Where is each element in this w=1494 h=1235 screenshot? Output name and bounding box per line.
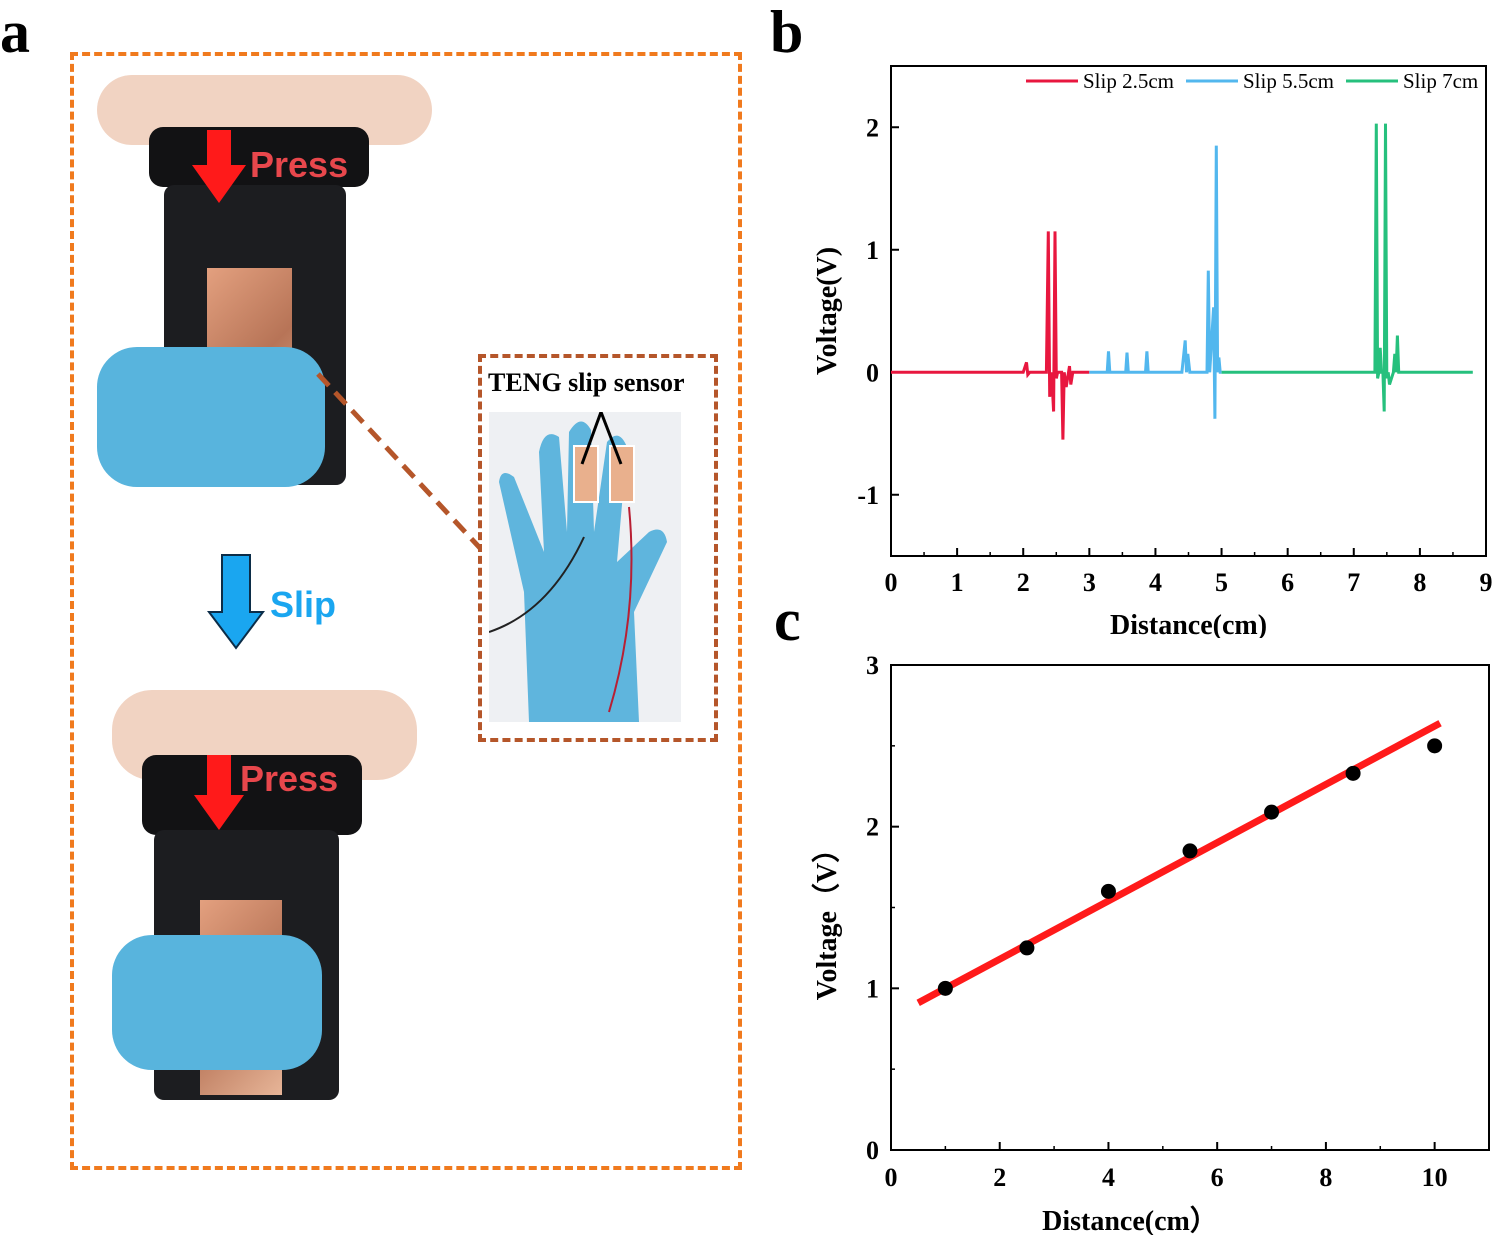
x-tick-label: 6 [1211, 1163, 1224, 1192]
lid-top [149, 127, 369, 187]
sensor-zoom-frame [478, 354, 718, 742]
glove-bottom [112, 935, 322, 1070]
slip-arrow [207, 554, 265, 650]
panel-label-b: b [770, 0, 804, 65]
panel-a-frame [70, 52, 742, 1170]
plot-frame [890, 664, 1490, 1151]
data-point [1182, 843, 1198, 859]
data-point [1345, 765, 1361, 781]
fit-line [916, 720, 1442, 1006]
legend-entry: Slip 5.5cm [1243, 69, 1334, 93]
y-tick-label: 0 [866, 1136, 879, 1165]
x-tick-label: 7 [1347, 568, 1360, 597]
wire-red [608, 506, 633, 713]
glove-top [97, 347, 325, 487]
y-tick-label: 1 [866, 236, 879, 265]
y-tick-label: 1 [866, 974, 879, 1003]
press-label-bottom: Press [240, 758, 339, 799]
x-tick-label: 9 [1480, 568, 1493, 597]
x-tick-label: 2 [1017, 568, 1030, 597]
slip-label: Slip [270, 584, 337, 625]
plot-frame [890, 65, 1487, 557]
legend-entry: Slip 2.5cm [1083, 69, 1174, 93]
x-tick-label: 0 [885, 1163, 898, 1192]
data-point [1427, 738, 1443, 754]
press-photo-bottom [112, 660, 422, 1100]
press-photo-top [97, 75, 432, 490]
series-line [1221, 123, 1473, 412]
y-tick-label: 0 [866, 358, 879, 387]
y-axis-title: Voltage（V） [810, 835, 843, 1000]
x-tick-label: 8 [1413, 568, 1426, 597]
zoom-connector [316, 372, 482, 550]
pointer-left [580, 412, 603, 465]
press-arrow-bottom [194, 755, 244, 830]
y-tick-label: -1 [857, 481, 879, 510]
x-tick-label: 4 [1149, 568, 1162, 597]
series-line [891, 231, 1090, 440]
x-tick-label: 1 [951, 568, 964, 597]
x-tick-label: 8 [1319, 1163, 1332, 1192]
x-tick-label: 10 [1422, 1163, 1448, 1192]
x-tick-label: 2 [993, 1163, 1006, 1192]
legend-entry: Slip 7cm [1403, 69, 1478, 93]
y-axis-title: Voltage(V) [812, 247, 843, 375]
data-point [937, 980, 953, 996]
x-axis-title: Distance(cm） [1042, 1204, 1218, 1235]
panel-label-a: a [0, 0, 30, 65]
x-axis-title: Distance(cm) [1110, 610, 1267, 638]
chart-b: 0 1 2 3 4 5 6 7 8 9 -1 0 1 2 Slip 2.5cm Slip 5.5cm Slip … [812, 65, 1493, 638]
y-tick-label: 3 [866, 651, 879, 680]
x-tick-label: 0 [885, 568, 898, 597]
data-point [1100, 883, 1116, 899]
panel-label-c: c [774, 587, 801, 653]
press-label-top: Press [250, 144, 349, 185]
x-tick-label: 3 [1083, 568, 1096, 597]
x-tick-label: 6 [1281, 568, 1294, 597]
x-tick-label: 5 [1215, 568, 1228, 597]
data-point [1019, 940, 1035, 956]
press-arrow-top [192, 130, 246, 203]
x-tick-label: 4 [1102, 1163, 1115, 1192]
sensor-label: TENG slip sensor [488, 368, 685, 397]
data-point [1264, 804, 1280, 820]
glove-photo [489, 412, 681, 722]
lid-bottom [142, 755, 362, 835]
y-tick-label: 2 [866, 113, 879, 142]
pointer-right [599, 412, 623, 465]
sensor-pad-right [609, 445, 635, 503]
y-tick-label: 2 [866, 813, 879, 842]
series-line [1089, 145, 1222, 419]
wire-black [489, 536, 585, 633]
